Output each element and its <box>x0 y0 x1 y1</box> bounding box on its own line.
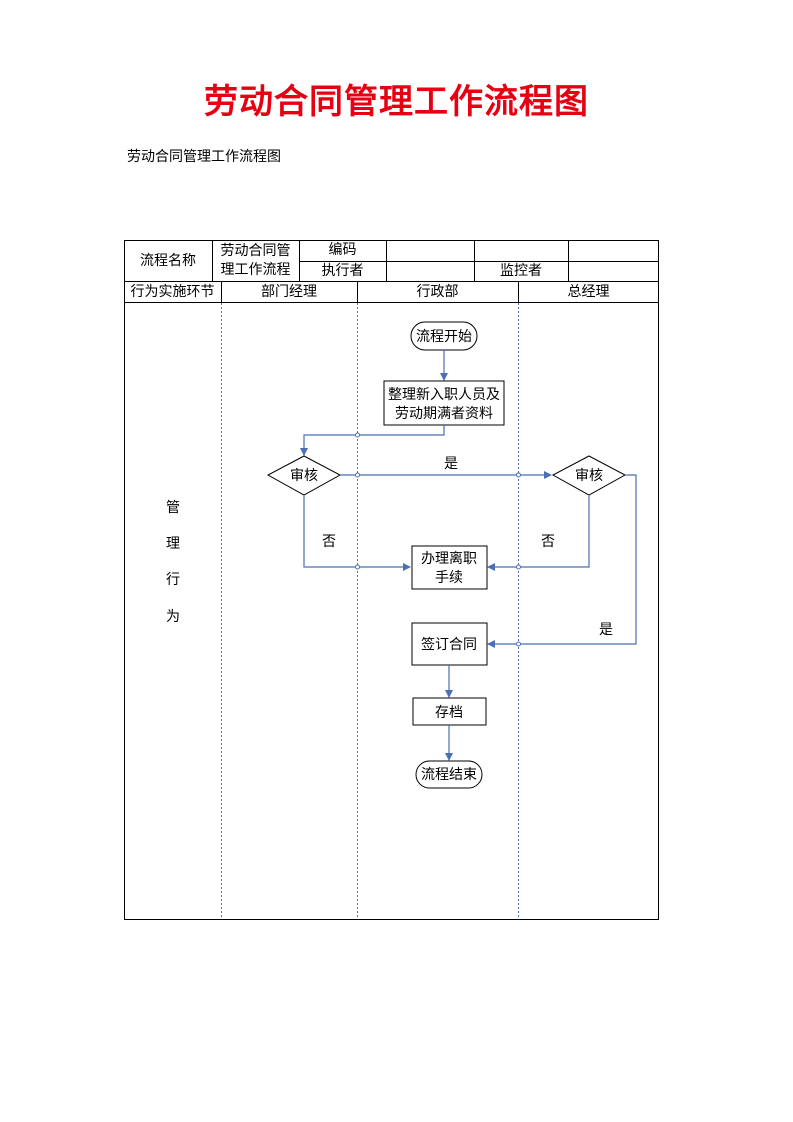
hop-1 <box>355 432 360 438</box>
sub-title: 劳动合同管理工作流程图 <box>127 149 281 165</box>
row-label: 行为实施环节 <box>130 283 215 300</box>
connector-right-no <box>487 495 590 571</box>
lane-header-admin: 行政部 <box>416 283 459 300</box>
start-text: 流程开始 <box>416 329 472 345</box>
resign-text-1: 办理离职 <box>421 550 477 567</box>
grid-line <box>518 281 519 303</box>
grid-line <box>299 261 659 262</box>
hop-6 <box>516 641 521 647</box>
connector-prepare-review <box>300 425 445 456</box>
flow-name-line2: 理工作流程 <box>220 262 291 278</box>
sign-node <box>411 622 488 666</box>
end-text: 流程结束 <box>421 767 477 783</box>
grid-line <box>221 281 222 303</box>
connector-right-yes <box>487 474 637 648</box>
flow-name-line1: 劳动合同管 <box>220 243 291 259</box>
hop-3 <box>516 472 521 478</box>
hop-4 <box>355 564 360 570</box>
sign-text: 签订合同 <box>421 636 477 653</box>
review-left-text: 审核 <box>290 468 318 484</box>
prepare-text-1: 整理新入职人员及 <box>388 387 500 403</box>
connector-left-no <box>303 495 411 571</box>
hop-5 <box>516 564 521 570</box>
archive-node <box>412 697 487 726</box>
side-label-3: 行 <box>166 571 180 588</box>
archive-text: 存档 <box>435 705 463 721</box>
prepare-text-2: 劳动期满者资料 <box>395 406 493 422</box>
side-label-4: 为 <box>166 608 180 625</box>
main-title: 劳动合同管理工作流程图 <box>204 82 589 122</box>
flow-name-value: 劳动合同管 理工作流程 <box>212 240 299 282</box>
no-left-label: 否 <box>322 534 336 550</box>
supervisor-label: 监控者 <box>500 263 542 279</box>
no-right-label: 否 <box>541 534 555 550</box>
executor-label: 执行者 <box>321 263 364 279</box>
lane-header-gm: 总经理 <box>567 283 610 300</box>
hop-2 <box>355 472 360 478</box>
side-label-2: 理 <box>166 535 180 552</box>
review-right-text: 审核 <box>575 468 603 484</box>
swimlane-body <box>124 302 659 920</box>
resign-text-2: 手续 <box>435 569 463 586</box>
code-label: 编码 <box>328 242 357 258</box>
lane-header-dept-manager: 部门经理 <box>261 283 317 300</box>
side-label-1: 管 <box>166 499 180 516</box>
grid-line <box>357 281 358 303</box>
flow-name-label: 流程名称 <box>140 252 196 269</box>
resign-node <box>411 545 488 590</box>
yes-top-label: 是 <box>444 456 458 472</box>
yes-right-label: 是 <box>599 622 613 638</box>
grid-line <box>212 240 213 282</box>
prepare-node <box>383 380 505 426</box>
end-node <box>415 760 483 789</box>
